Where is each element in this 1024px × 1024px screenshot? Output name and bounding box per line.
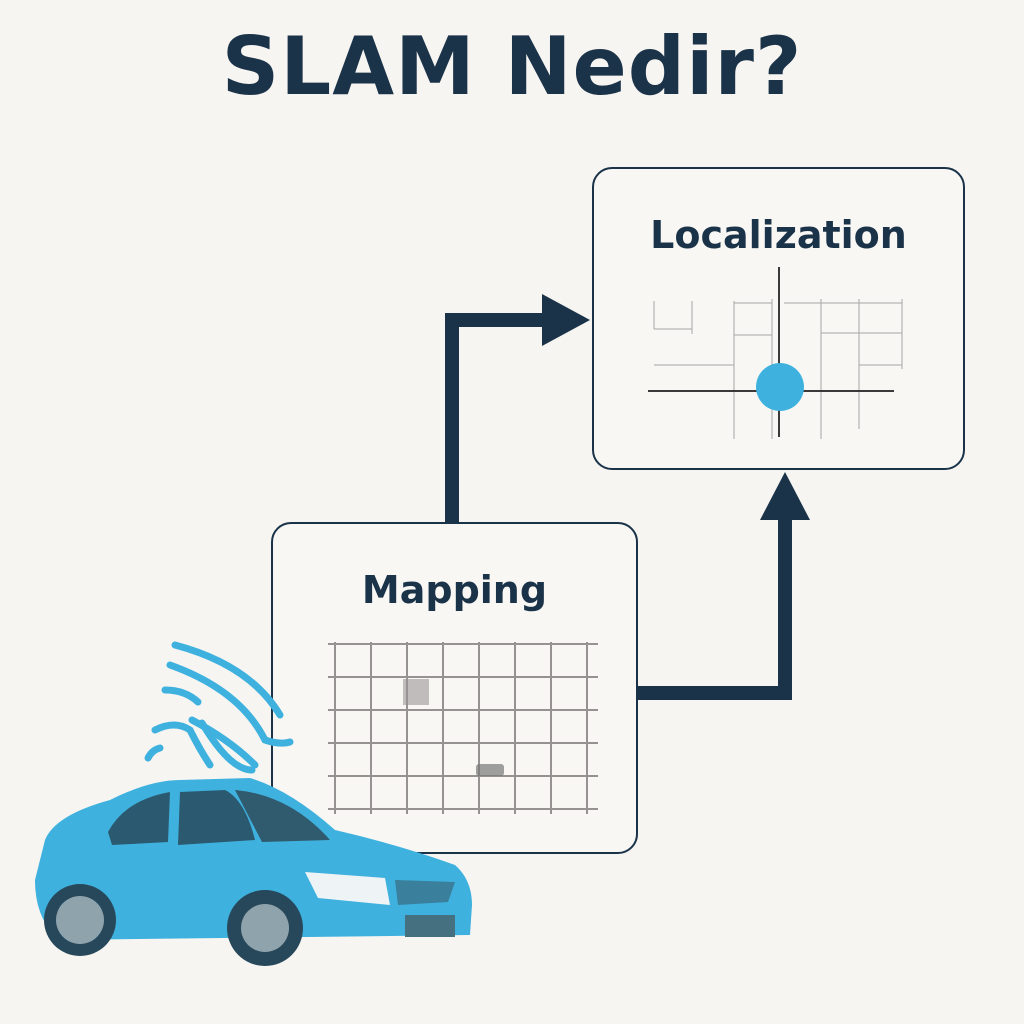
localization-box: Localization	[592, 167, 965, 470]
localization-label: Localization	[650, 213, 907, 257]
arrow-feedback-icon	[636, 515, 792, 700]
mapping-label: Mapping	[361, 568, 548, 612]
location-dot-icon	[756, 363, 804, 411]
localization-grid-icon	[648, 267, 903, 439]
arrowhead-up-icon	[760, 472, 810, 520]
arrowhead-right-icon	[542, 294, 590, 346]
arrow-mapping-to-localization-icon	[445, 313, 548, 525]
mapping-box: Mapping	[271, 522, 638, 854]
mapping-grid-icon	[328, 642, 598, 814]
page-title: SLAM Nedir?	[221, 20, 803, 113]
